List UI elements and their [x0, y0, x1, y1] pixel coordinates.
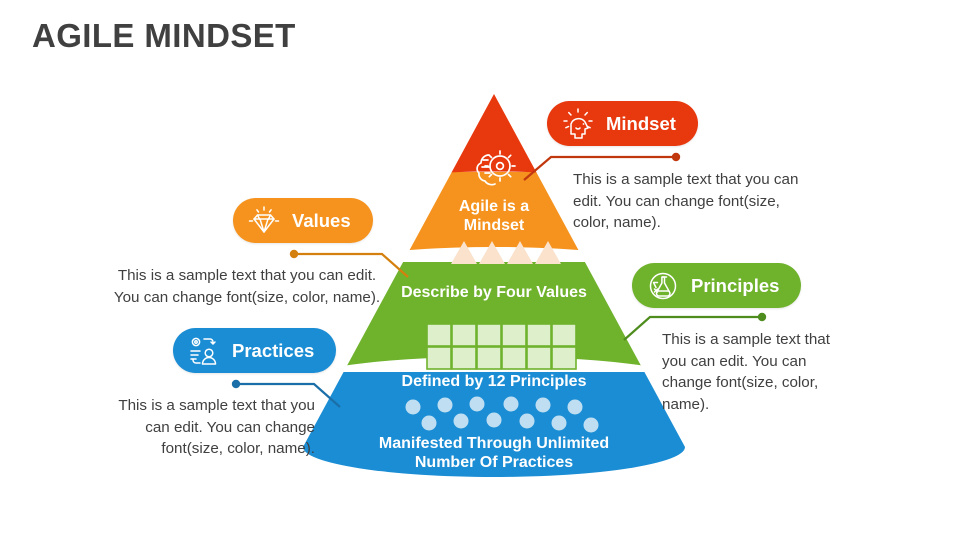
badge-label-mindset: Mindset	[606, 112, 676, 134]
description-mindset: This is a sample text that you can edit.…	[573, 171, 799, 232]
squares-icon	[426, 323, 577, 370]
brain-gear-icon	[476, 150, 516, 186]
description-practices: This is a sample text that you can edit.…	[118, 397, 315, 458]
person-gear-icon	[190, 337, 217, 365]
head-idea-icon	[563, 107, 593, 139]
flask-science-icon	[649, 272, 677, 299]
badge-principles[interactable]: Principles	[632, 263, 802, 308]
pyramid-band-principles[interactable]	[303, 262, 685, 384]
badge-values[interactable]: Values	[233, 198, 373, 243]
dots-icon	[405, 396, 599, 433]
description-values: This is a sample text that you can edit.…	[113, 267, 381, 306]
page-title: AGILE MINDSET	[32, 17, 296, 54]
triangles-icon	[451, 241, 561, 264]
diamond-gem-icon	[248, 205, 280, 233]
description-principles: This is a sample text that you can edit.…	[662, 331, 830, 414]
badge-label-values: Values	[292, 209, 351, 231]
badge-label-practices: Practices	[232, 339, 315, 361]
badge-practices[interactable]: Practices	[173, 328, 337, 373]
badge-label-principles: Principles	[691, 274, 780, 296]
badge-mindset[interactable]: Mindset	[547, 101, 698, 146]
